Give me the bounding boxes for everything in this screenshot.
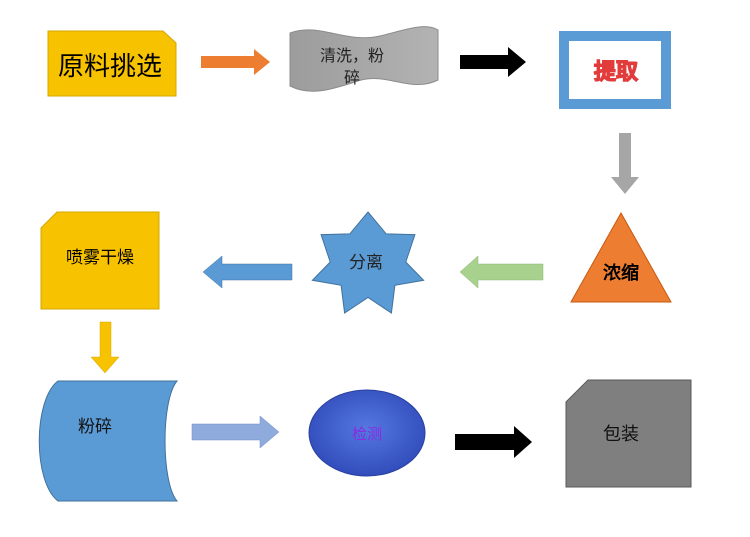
arrow-2-black xyxy=(460,47,526,77)
node-concentrate-label: 浓缩 xyxy=(603,262,639,284)
arrow-1-orange xyxy=(201,49,270,75)
arrow-4-green-left xyxy=(459,255,544,289)
node-package: 包装 xyxy=(565,379,692,488)
node-extract-label: 提取 xyxy=(594,59,638,85)
arrow-6-yellow-down xyxy=(90,321,120,374)
node-separate: 分离 xyxy=(311,211,425,314)
node-spray-dry-label: 喷雾干燥 xyxy=(66,248,134,268)
node-pulverize: 粉碎 xyxy=(38,380,179,502)
node-spray-dry: 喷雾干燥 xyxy=(40,211,160,310)
node-pulverize-label: 粉碎 xyxy=(78,417,112,437)
node-raw-selection: 原料挑选 xyxy=(47,30,177,97)
node-inspect-label: 检测 xyxy=(352,425,382,443)
node-wash-grind: 清洗，粉 碎 xyxy=(289,26,439,92)
node-package-label: 包装 xyxy=(603,424,639,445)
node-extract: 提取 xyxy=(559,31,671,109)
node-wash-grind-label-line1: 清洗，粉 xyxy=(320,46,384,65)
arrow-7-lavender-right xyxy=(191,415,280,449)
node-inspect: 检测 xyxy=(308,389,426,477)
arrow-5-blue-left xyxy=(202,255,293,289)
node-separate-label: 分离 xyxy=(349,253,383,273)
arrow-3-gray-down xyxy=(611,133,639,194)
node-concentrate: 浓缩 xyxy=(570,211,672,303)
node-wash-grind-label-line2: 碎 xyxy=(344,68,360,87)
node-raw-selection-label: 原料挑选 xyxy=(58,52,162,82)
arrow-8-black xyxy=(455,426,532,458)
